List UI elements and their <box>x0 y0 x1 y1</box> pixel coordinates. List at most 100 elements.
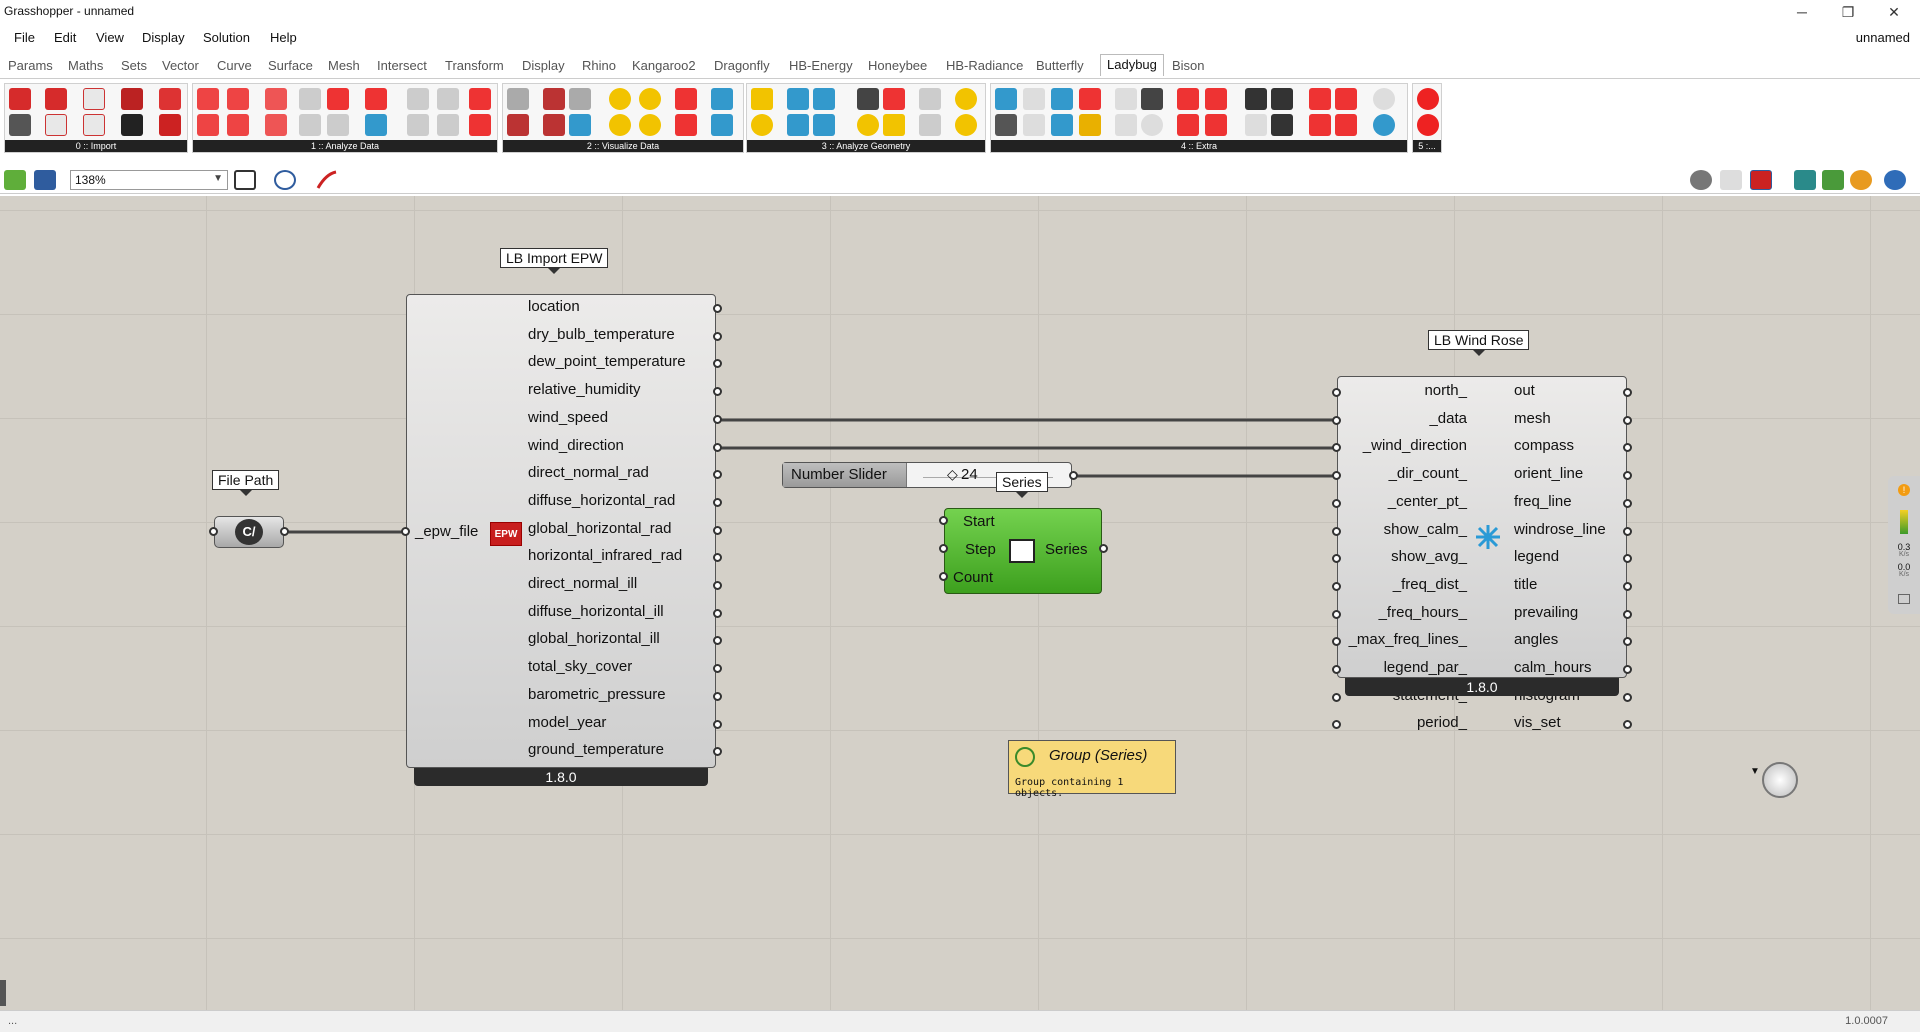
cf-icon[interactable] <box>1205 88 1227 110</box>
epw-output-grip[interactable] <box>713 387 722 397</box>
sphere-icon[interactable] <box>1884 170 1906 190</box>
import-epw-component[interactable]: _epw_file EPW <box>406 294 716 768</box>
epw-output-grip[interactable] <box>713 636 722 646</box>
rose-output-grip[interactable] <box>1623 692 1632 702</box>
epw-output-grip[interactable] <box>713 414 722 424</box>
rose-input-grip[interactable] <box>1332 581 1341 591</box>
rose-input-grip[interactable] <box>1332 665 1341 674</box>
2d-icon[interactable] <box>1115 114 1137 136</box>
rose-input-grip[interactable] <box>1332 720 1341 730</box>
grid2-icon[interactable] <box>1245 114 1267 136</box>
stop-icon[interactable] <box>1417 114 1439 136</box>
tab-display[interactable]: Display <box>522 58 565 73</box>
data-b-icon[interactable] <box>227 114 249 136</box>
download-icon[interactable] <box>159 88 181 110</box>
bar-chart-icon[interactable] <box>507 114 529 136</box>
rose-input-grip[interactable] <box>1332 692 1341 702</box>
zoom-extents-icon[interactable] <box>234 170 256 190</box>
close-button[interactable]: ✕ <box>1888 4 1900 20</box>
rose-output-grip[interactable] <box>1623 471 1632 481</box>
data-abc-icon[interactable] <box>197 88 219 110</box>
search-icon[interactable] <box>9 114 31 136</box>
sketch-icon[interactable] <box>316 170 338 190</box>
material-icon[interactable] <box>1850 170 1872 190</box>
rose-input-grip[interactable] <box>1332 443 1341 453</box>
si-icon[interactable] <box>1177 114 1199 136</box>
series-output-grip[interactable] <box>1099 544 1108 553</box>
scroll-handle[interactable] <box>0 980 6 1006</box>
tab-bison[interactable]: Bison <box>1172 58 1205 73</box>
display-mode-icon[interactable] <box>1690 170 1712 190</box>
profiler-widget[interactable]: ! 0.3 K/s 0.0 K/s <box>1888 476 1920 614</box>
epw-output-grip[interactable] <box>713 331 722 341</box>
battery-icon[interactable] <box>995 114 1017 136</box>
radiation-rose-icon[interactable] <box>639 88 661 110</box>
tab-params[interactable]: Params <box>8 58 53 73</box>
wind-rose-red-icon[interactable] <box>675 114 697 136</box>
radiation-icon[interactable] <box>813 88 835 110</box>
tab-honeybee[interactable]: Honeybee <box>868 58 928 73</box>
thermo-icon[interactable] <box>365 88 387 110</box>
tab-dragonfly[interactable]: Dragonfly <box>714 58 770 73</box>
menu-help[interactable]: Help <box>270 30 297 45</box>
tab-butterfly[interactable]: Butterfly <box>1036 58 1084 73</box>
orient-icon[interactable] <box>1245 88 1267 110</box>
epw-output-grip[interactable] <box>713 442 722 452</box>
convert-icon[interactable] <box>299 88 321 110</box>
epw-output-grip[interactable] <box>713 359 722 369</box>
people3-icon[interactable] <box>1271 114 1293 136</box>
menu-file[interactable]: File <box>14 30 35 45</box>
tab-intersect[interactable]: Intersect <box>377 58 427 73</box>
shade-icon[interactable] <box>883 88 905 110</box>
crosshair-icon[interactable] <box>1373 88 1395 110</box>
monthly-icon[interactable] <box>569 114 591 136</box>
series-component[interactable]: Start Step Count Series <box>944 508 1102 594</box>
view-icon[interactable] <box>787 88 809 110</box>
capture-icon[interactable] <box>1115 88 1137 110</box>
d-icon[interactable] <box>265 114 287 136</box>
data-c-icon[interactable] <box>197 114 219 136</box>
selected-preview-icon[interactable] <box>1822 170 1844 190</box>
tab-curve[interactable]: Curve <box>217 58 252 73</box>
tab-ladybug[interactable]: Ladybug <box>1100 54 1164 76</box>
menu-view[interactable]: View <box>96 30 124 45</box>
sun-icon[interactable] <box>9 88 31 110</box>
rose-output-grip[interactable] <box>1623 443 1632 453</box>
tab-maths[interactable]: Maths <box>68 58 104 73</box>
stat-file-icon[interactable] <box>121 114 143 136</box>
series-step-grip[interactable] <box>939 544 948 553</box>
epw-icon[interactable] <box>45 88 67 110</box>
epw-output-grip[interactable] <box>713 608 722 618</box>
epw-output-grip[interactable] <box>713 525 722 535</box>
gradient-icon[interactable] <box>1079 114 1101 136</box>
target-icon[interactable] <box>1141 114 1163 136</box>
save-icon[interactable] <box>34 170 56 190</box>
file-path-output-grip[interactable] <box>280 527 289 536</box>
epw-output-grip[interactable] <box>713 581 722 590</box>
wind-icon[interactable] <box>787 114 809 136</box>
tab-kangaroo2[interactable]: Kangaroo2 <box>632 58 696 73</box>
epw-output-grip[interactable] <box>713 497 722 507</box>
tab-vector[interactable]: Vector <box>162 58 199 73</box>
rose-input-grip[interactable] <box>1332 471 1341 481</box>
chart-icon[interactable] <box>543 88 565 110</box>
person-icon[interactable] <box>437 88 459 110</box>
radiation-dome-icon[interactable] <box>857 114 879 136</box>
rose-input-grip[interactable] <box>1332 526 1341 536</box>
canvas[interactable]: File Path C/ LB Import EPW _epw_file EPW… <box>0 196 1920 1010</box>
epw-output-grip[interactable] <box>713 664 722 674</box>
bench-icon[interactable] <box>1271 88 1293 110</box>
sky-icon[interactable] <box>955 88 977 110</box>
epw-output-grip[interactable] <box>713 304 722 313</box>
preview-icon[interactable] <box>1794 170 1816 190</box>
table-icon[interactable] <box>1051 88 1073 110</box>
camera-icon[interactable] <box>1141 88 1163 110</box>
wind-rose-icon[interactable] <box>711 114 733 136</box>
navigation-knob[interactable] <box>1762 762 1798 798</box>
daylight-icon[interactable] <box>751 114 773 136</box>
folder-open-icon[interactable] <box>1335 88 1357 110</box>
shade-bench-icon[interactable] <box>919 88 941 110</box>
series-start-grip[interactable] <box>939 516 948 525</box>
sky-dome-icon[interactable] <box>639 114 661 136</box>
palette-icon[interactable] <box>1051 114 1073 136</box>
